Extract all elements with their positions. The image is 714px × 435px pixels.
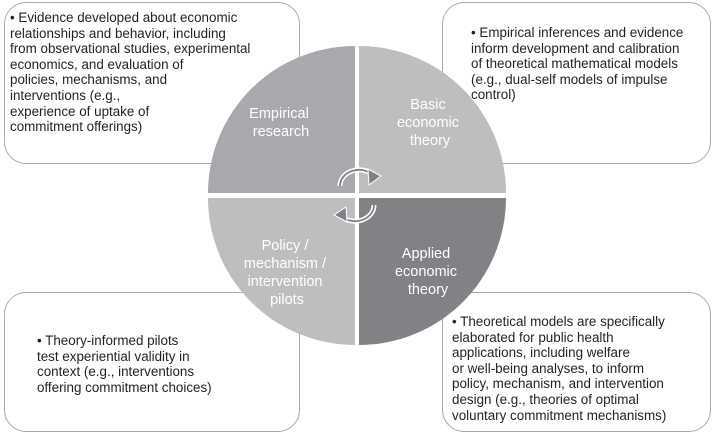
label-policy-pilots: Policy / mechanism / intervention pilots xyxy=(244,238,330,308)
bottom-left-box: • Theory-informed pilots test experienti… xyxy=(4,292,300,432)
quadrant-empirical-research xyxy=(208,46,355,193)
top-left-box: • Evidence developed about economic rela… xyxy=(4,2,300,164)
quadrant-policy-pilots xyxy=(208,198,355,345)
cycle-arrows-icon xyxy=(333,167,382,224)
top-right-text: • Empirical inferences and evidence info… xyxy=(471,25,684,103)
label-applied-economic-theory: Applied economic theory xyxy=(395,246,461,298)
bottom-right-text: • Theoretical models are specifically el… xyxy=(452,314,667,423)
label-basic-economic-theory: Basic economic theory xyxy=(397,97,463,149)
label-empirical-research: Empirical research xyxy=(249,106,313,140)
bottom-left-text: • Theory-informed pilots test experienti… xyxy=(37,333,212,395)
top-left-text: • Evidence developed about economic rela… xyxy=(10,10,251,135)
quadrant-basic-economic-theory xyxy=(359,46,506,193)
bottom-right-box: • Theoretical models are specifically el… xyxy=(442,292,711,432)
quadrant-applied-economic-theory xyxy=(359,198,506,345)
